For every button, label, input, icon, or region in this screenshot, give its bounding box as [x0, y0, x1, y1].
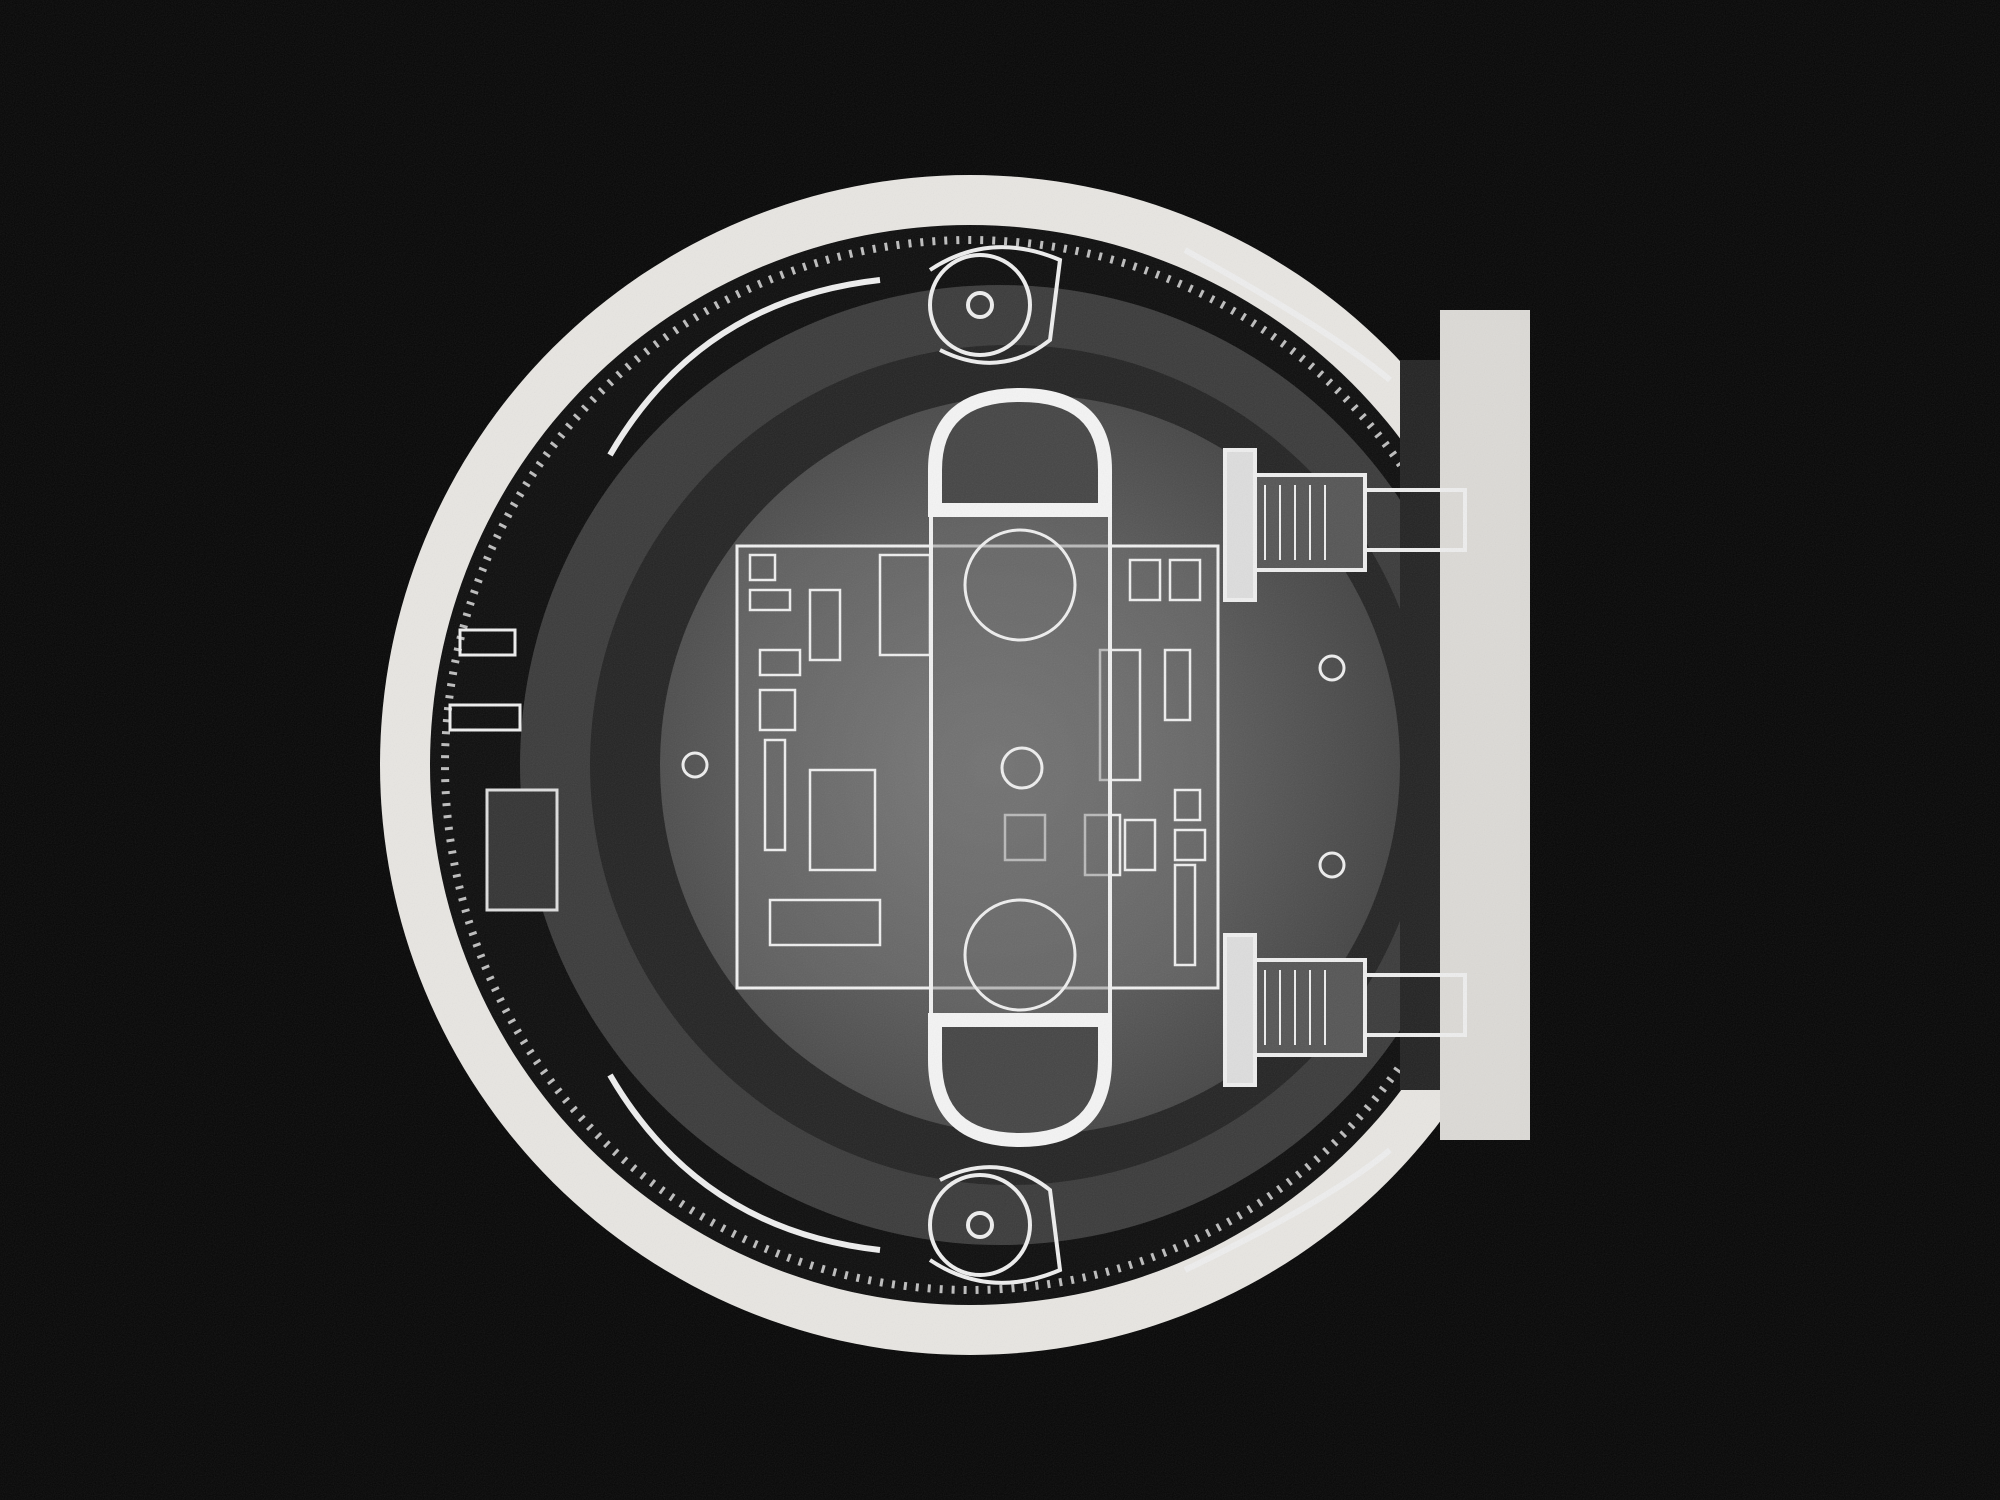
grain-overlay: [0, 0, 2000, 1500]
xray-device-image: [0, 0, 2000, 1500]
